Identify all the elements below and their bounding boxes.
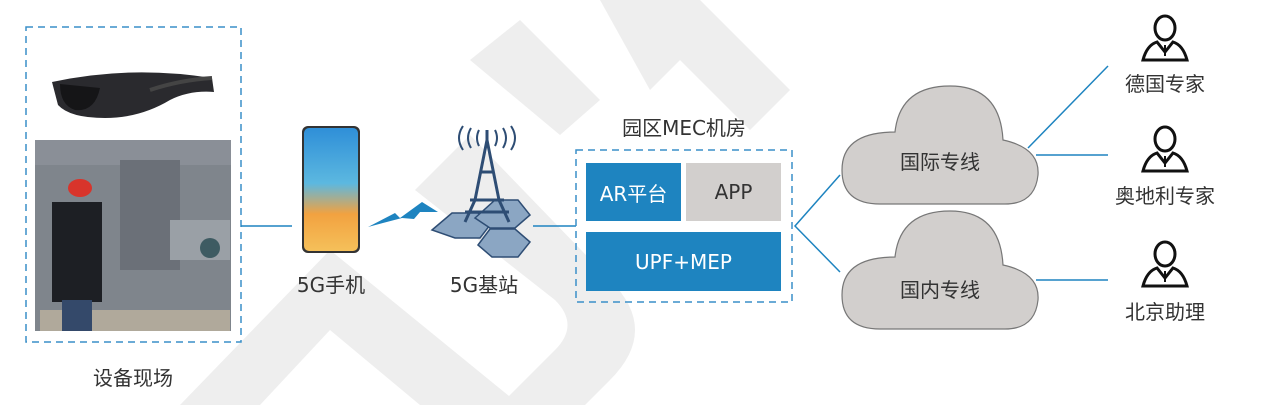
site-photo (35, 140, 231, 331)
person-label: 北京助理 (1125, 300, 1205, 324)
cloud-domestic (841, 210, 1039, 330)
person-icon (1141, 240, 1189, 288)
mec-title: 园区MEC机房 (622, 116, 746, 140)
person-label: 德国专家 (1125, 72, 1205, 96)
base-station-label: 5G基站 (449, 273, 519, 297)
app-box: APP (686, 163, 781, 221)
upf-mep-box: UPF+MEP (586, 232, 781, 291)
cloud-international (841, 85, 1039, 205)
cloud-label: 国际专线 (900, 150, 980, 174)
phone-label: 5G手机 (296, 273, 366, 297)
phone-icon (302, 126, 360, 253)
site-dashed-box (25, 26, 242, 343)
site-label: 设备现场 (93, 366, 173, 390)
ar-glasses-image (52, 72, 214, 118)
person-icon (1141, 125, 1189, 173)
ar-platform-box: AR平台 (586, 163, 681, 221)
base-station-icon (430, 125, 532, 258)
person-label: 奥地利专家 (1115, 184, 1215, 208)
wireless-signal-icon (368, 202, 438, 227)
person-icon (1141, 14, 1189, 62)
mec-dashed-box (575, 149, 793, 303)
watermark (180, 0, 790, 405)
cloud-label: 国内专线 (900, 278, 980, 302)
